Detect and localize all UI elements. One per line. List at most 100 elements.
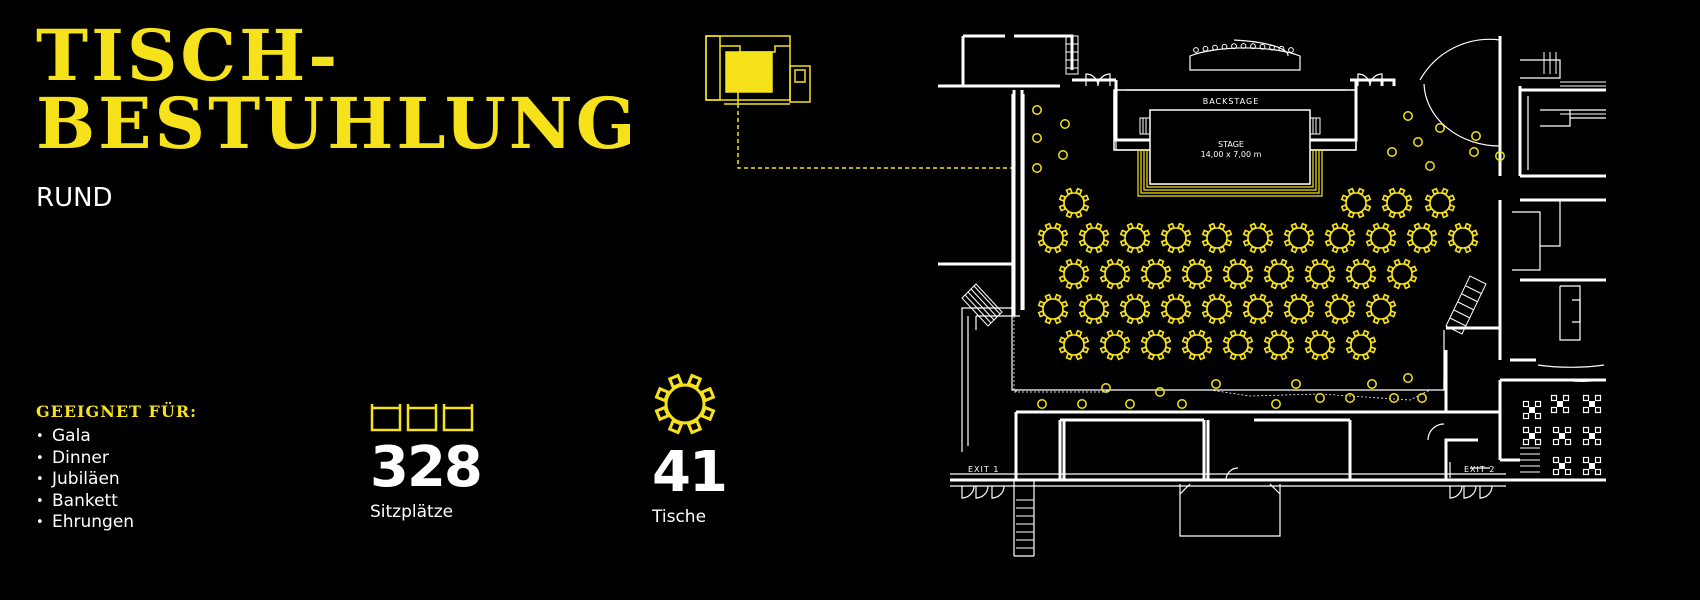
round-table [1099, 258, 1131, 290]
backstage-label: BACKSTAGE [1203, 97, 1260, 106]
suitability-item: Jubiläen [36, 469, 134, 491]
locator-map [705, 35, 811, 105]
lounge-table [1522, 426, 1542, 446]
cocktail-table [1435, 123, 1445, 133]
door-swings [961, 73, 1493, 499]
round-table [1242, 293, 1274, 325]
cocktail-table [1060, 119, 1070, 129]
lounge-table [1582, 456, 1602, 476]
round-table [1381, 187, 1413, 219]
suitability-heading: GEEIGNET FÜR: [36, 402, 198, 421]
round-table [1201, 293, 1233, 325]
lounge-table [1552, 456, 1572, 476]
cocktail-table [1469, 147, 1479, 157]
seats-count: 328 [370, 435, 483, 500]
cocktail-tables [1032, 105, 1505, 409]
cocktail-table [1037, 399, 1047, 409]
room-boundary [1013, 316, 1431, 401]
round-table [1304, 329, 1336, 361]
cocktail-table [1032, 133, 1042, 143]
stage-size: 14,00 x 7,00 m [1201, 150, 1262, 159]
round-table [1304, 258, 1336, 290]
round-table [1283, 293, 1315, 325]
cocktail-table [1155, 387, 1165, 397]
audience-seat [1212, 44, 1218, 51]
cocktail-table [1101, 383, 1111, 393]
round-table [1140, 258, 1172, 290]
seats-stat: 328 Sitzplätze [370, 402, 483, 522]
cocktail-table [1425, 161, 1435, 171]
audience-seat [1278, 45, 1285, 52]
suitability-item: Bankett [36, 491, 134, 513]
cocktail-table [1495, 151, 1505, 161]
lounge-table [1550, 394, 1570, 414]
cocktail-table [1032, 105, 1042, 115]
round-table [1222, 258, 1254, 290]
tables-label: Tische [652, 507, 707, 527]
round-table [1078, 293, 1110, 325]
cocktail-table [1403, 373, 1413, 383]
audience-seat [1269, 44, 1275, 51]
cocktail-table [1291, 379, 1301, 389]
cocktail-table [1471, 131, 1481, 141]
tables-count: 41 [652, 440, 728, 505]
chairs-icon [370, 404, 474, 432]
round-table [1263, 258, 1295, 290]
round-table [1365, 222, 1397, 254]
audience-seat [1231, 43, 1237, 50]
lounge-table [1552, 426, 1572, 446]
staircase [961, 35, 1606, 549]
audience-seat [1288, 47, 1294, 53]
round-table [1181, 329, 1213, 361]
round-table [1119, 293, 1151, 325]
exit-2-label: EXIT 2 [1464, 465, 1495, 474]
cocktail-table [1389, 393, 1399, 403]
suitability-item: Ehrungen [36, 512, 134, 534]
stage-label: STAGE [1218, 140, 1244, 149]
round-table [1058, 258, 1090, 290]
cocktail-table [1177, 399, 1187, 409]
suitability-item: Gala [36, 426, 134, 448]
cocktail-table [1211, 379, 1221, 389]
lounge-table [1582, 394, 1602, 414]
round-table [1447, 222, 1479, 254]
building-walls [938, 34, 1606, 482]
cocktail-table [1403, 111, 1413, 121]
cocktail-table [1271, 399, 1281, 409]
round-table [1099, 329, 1131, 361]
lounge-tables [1522, 394, 1602, 476]
audience-seat [1240, 43, 1247, 49]
round-table [1181, 258, 1213, 290]
stage-side-platforms [1139, 117, 1321, 135]
round-table [1263, 329, 1295, 361]
lounge-table [1522, 400, 1542, 420]
round-table [1160, 293, 1192, 325]
cocktail-table [1077, 399, 1087, 409]
round-table [1340, 187, 1372, 219]
cocktail-table [1367, 379, 1377, 389]
round-table-icon [654, 373, 716, 435]
round-table [1345, 329, 1377, 361]
round-table [1365, 293, 1397, 325]
audience-seat [1202, 45, 1209, 52]
round-tables [1037, 187, 1479, 361]
round-table [1160, 222, 1192, 254]
round-table [1058, 329, 1090, 361]
page-subtitle: RUND [36, 183, 113, 213]
cocktail-table [1345, 393, 1355, 403]
round-table [1324, 293, 1356, 325]
cocktail-table [1387, 147, 1397, 157]
audience-seat [1193, 47, 1199, 53]
title-line-2: BESTUHLUNG [36, 82, 639, 165]
round-table [1222, 329, 1254, 361]
audience-seats [1193, 43, 1294, 53]
round-table [1058, 187, 1090, 219]
audience-seat [1250, 43, 1256, 50]
round-table [1424, 187, 1456, 219]
seats-label: Sitzplätze [370, 502, 454, 522]
suitability-item: Dinner [36, 448, 134, 470]
round-table [1345, 258, 1377, 290]
cocktail-table [1417, 393, 1427, 403]
round-table [1201, 222, 1233, 254]
round-table [1324, 222, 1356, 254]
